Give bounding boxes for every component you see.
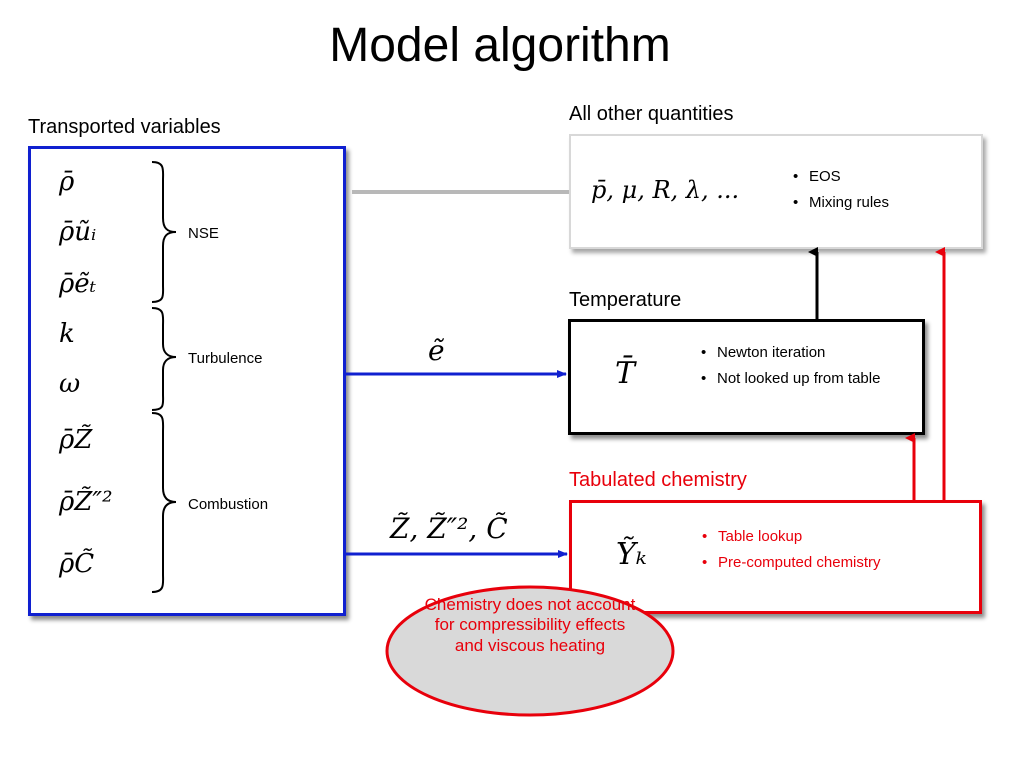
- chemistry-symbol: Ỹₖ: [616, 537, 647, 572]
- variable-rho-e: ρ̄ẽₜ: [59, 269, 97, 299]
- temperature-bullets: Newton iteration Not looked up from tabl…: [701, 344, 901, 396]
- variable-k: k: [59, 319, 75, 349]
- all-other-quantities-label: All other quantities: [569, 103, 734, 125]
- variable-rho-c: ρ̄C̃: [59, 549, 95, 579]
- variable-rho-u: ρ̄ũᵢ: [59, 217, 97, 247]
- bullet-not-looked-up: Not looked up from table: [701, 370, 901, 388]
- note-ellipse: [385, 585, 675, 717]
- temperature-box: T̄ Newton iteration Not looked up from t…: [568, 319, 925, 435]
- other-quantities-formula: p̄, μ, R, λ, ...: [591, 176, 740, 204]
- brace-turbulence: [151, 307, 177, 411]
- chemistry-bullets: Table lookup Pre-computed chemistry: [702, 528, 881, 580]
- bullet-mixing-rules: Mixing rules: [793, 194, 889, 212]
- other-quantities-box: p̄, μ, R, λ, ... EOS Mixing rules: [569, 134, 983, 249]
- bullet-newton-iteration: Newton iteration: [701, 344, 901, 362]
- group-label-combustion: Combustion: [188, 496, 269, 513]
- combustion-arrow-label: Z̃, Z̃″², C̃: [390, 512, 508, 545]
- transported-variables-box: ρ̄ ρ̄ũᵢ ρ̄ẽₜ k ω ρ̄Z̃ ρ̄Z̃″² ρ̄C̃ NSE Tu…: [28, 146, 346, 616]
- energy-arrow-label: ẽ: [428, 334, 445, 367]
- other-quantities-bullets: EOS Mixing rules: [793, 168, 889, 220]
- temperature-label: Temperature: [569, 289, 682, 311]
- variable-rho: ρ̄: [59, 167, 75, 197]
- chemistry-note: Chemistry does not account for compressi…: [424, 595, 636, 655]
- variable-omega: ω: [59, 369, 81, 399]
- tabulated-chemistry-label: Tabulated chemistry: [569, 469, 747, 491]
- group-label-turbulence: Turbulence: [188, 350, 263, 367]
- variable-rho-z-variance: ρ̄Z̃″²: [59, 487, 113, 517]
- bullet-eos: EOS: [793, 168, 889, 186]
- temperature-symbol: T̄: [615, 356, 636, 391]
- transported-variables-label: Transported variables: [28, 116, 221, 138]
- group-label-nse: NSE: [188, 225, 219, 242]
- brace-combustion: [151, 412, 177, 593]
- bullet-table-lookup: Table lookup: [702, 528, 881, 546]
- slide-title: Model algorithm: [329, 19, 671, 72]
- variable-rho-z: ρ̄Z̃: [59, 425, 93, 455]
- bullet-pre-computed-chemistry: Pre-computed chemistry: [702, 554, 881, 572]
- chemistry-box: Ỹₖ Table lookup Pre-computed chemistry: [569, 500, 982, 614]
- brace-nse: [151, 161, 177, 303]
